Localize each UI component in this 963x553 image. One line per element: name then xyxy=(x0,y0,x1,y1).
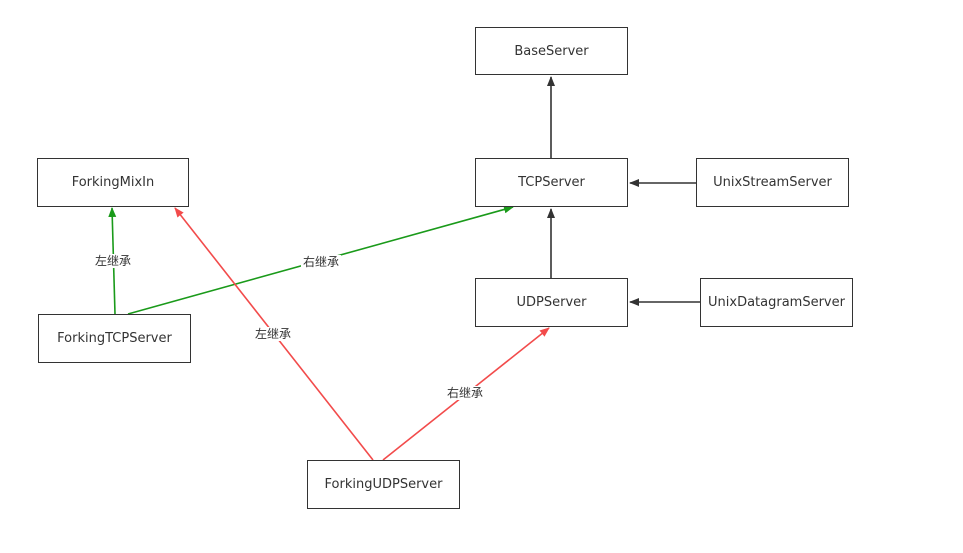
node-label: UnixDatagramServer xyxy=(708,295,845,310)
node-label: ForkingMixIn xyxy=(71,175,155,190)
node-label: BaseServer xyxy=(514,43,589,59)
node-forking-tcp-server[interactable]: ForkingTCPServer xyxy=(38,314,191,363)
node-label: ForkingUDPServer xyxy=(324,477,443,492)
node-tcp-server[interactable]: TCPServer xyxy=(475,158,628,207)
edge-label-forkingudp-right: 右继承 xyxy=(444,386,486,400)
node-label: UDPServer xyxy=(516,295,587,310)
node-unix-stream-server[interactable]: UnixStreamServer xyxy=(696,158,849,207)
edge-label-forkingudp-left: 左继承 xyxy=(252,327,294,341)
node-unix-datagram-server[interactable]: UnixDatagramServer xyxy=(700,278,853,327)
edge-label-forkingtcp-right: 右继承 xyxy=(300,255,342,269)
node-label: UnixStreamServer xyxy=(713,175,832,190)
node-forking-mixin[interactable]: ForkingMixIn xyxy=(37,158,189,207)
node-udp-server[interactable]: UDPServer xyxy=(475,278,628,327)
edge-label-forkingtcp-left: 左继承 xyxy=(92,254,134,268)
node-base-server[interactable]: BaseServer xyxy=(475,27,628,75)
node-forking-udp-server[interactable]: ForkingUDPServer xyxy=(307,460,460,509)
node-label: TCPServer xyxy=(518,175,585,190)
node-label: ForkingTCPServer xyxy=(57,331,172,346)
